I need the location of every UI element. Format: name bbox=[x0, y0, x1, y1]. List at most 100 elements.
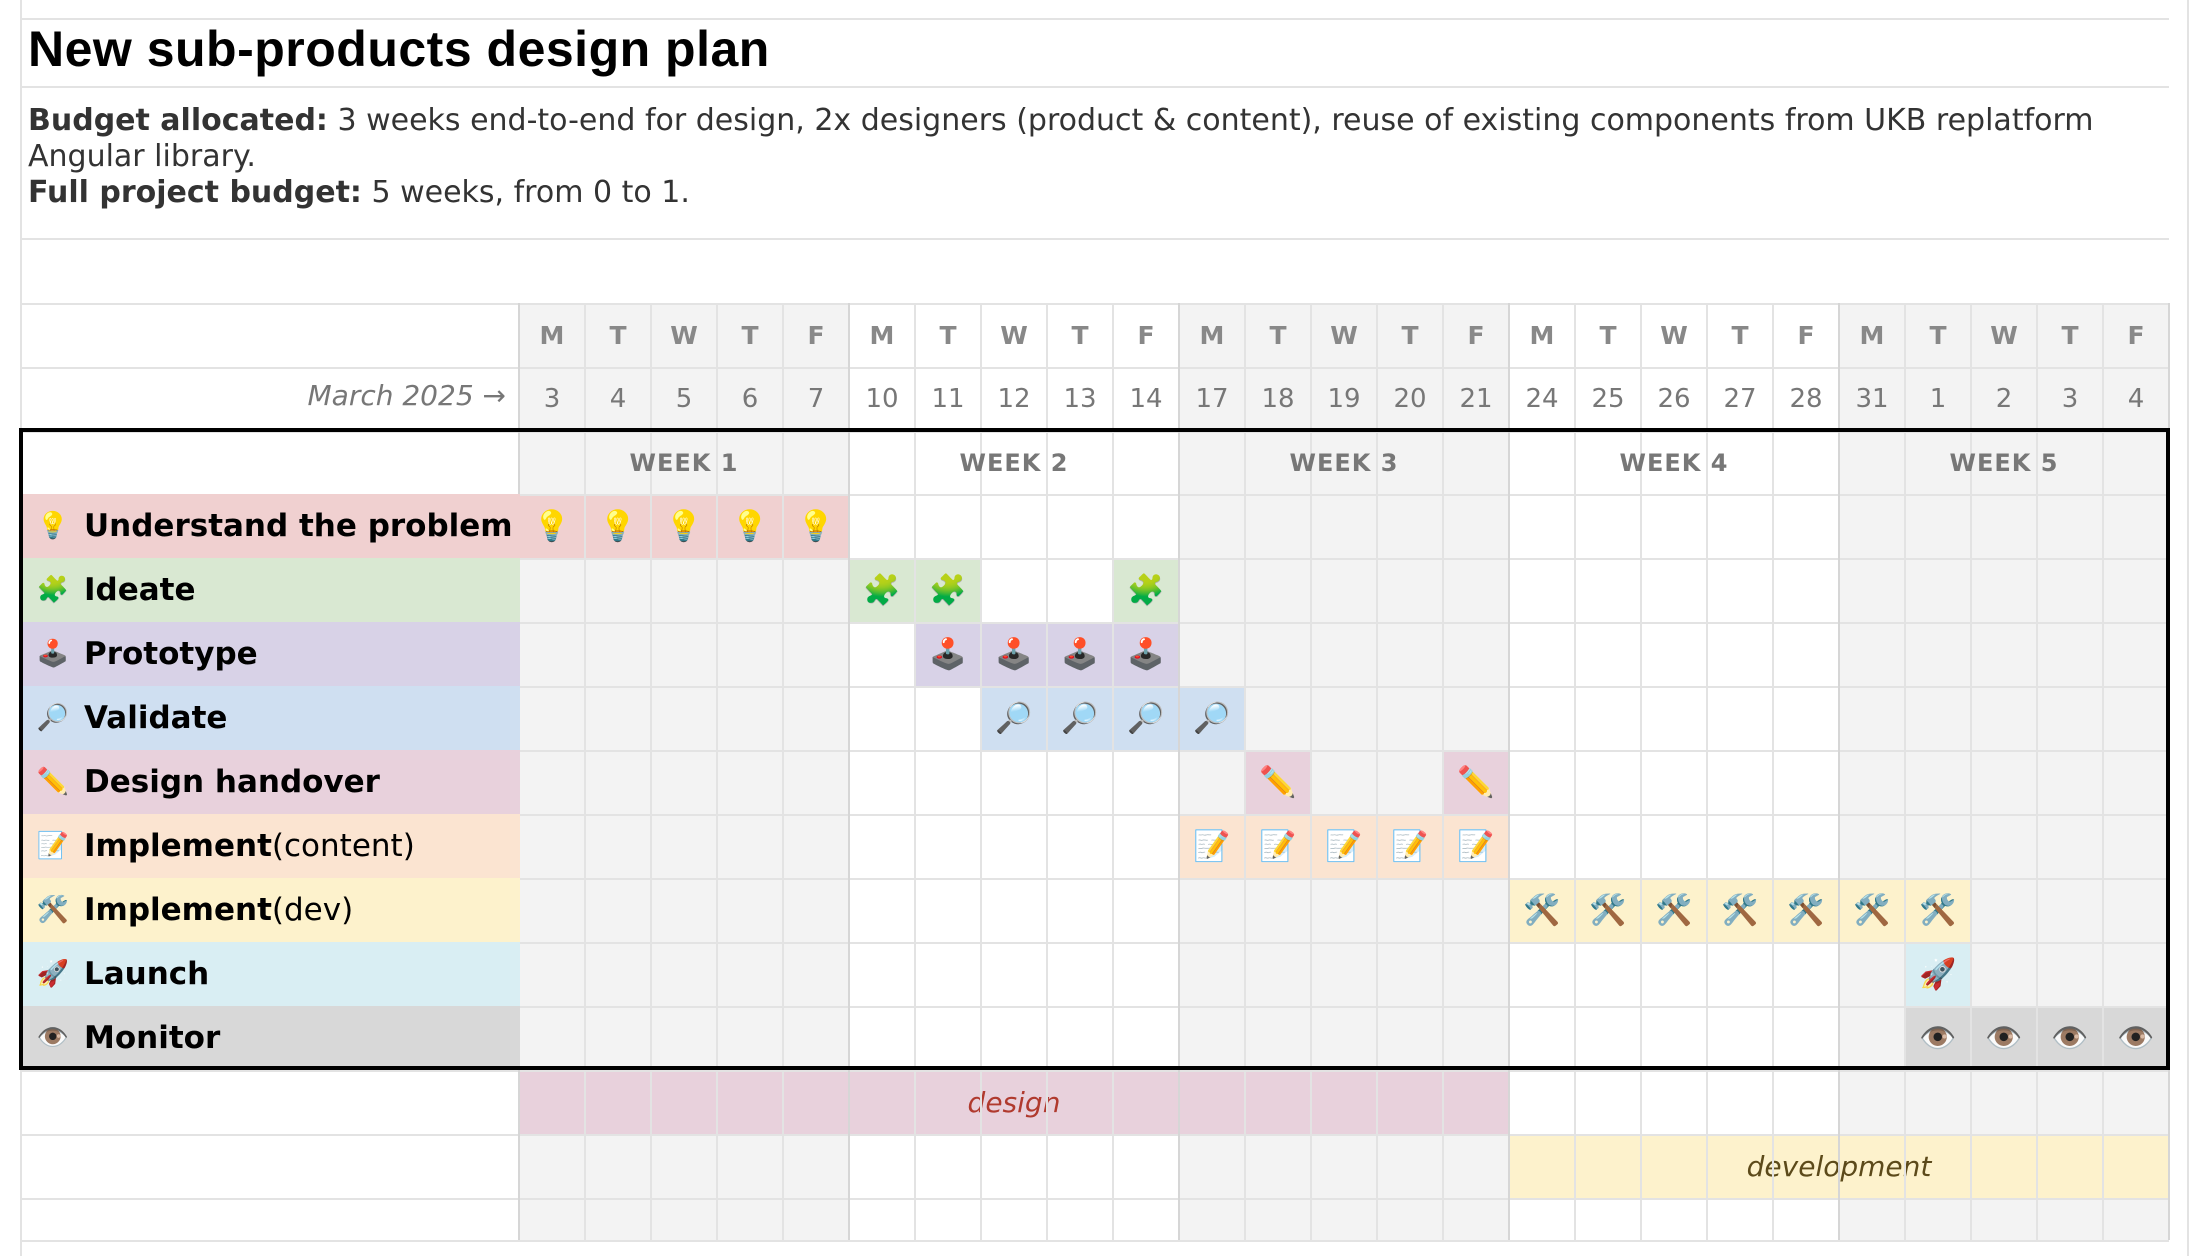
date-header: 5 bbox=[675, 384, 693, 414]
phase-cell-fill bbox=[1905, 1006, 1971, 1070]
pencil-icon[interactable]: ✏️ bbox=[1457, 764, 1495, 800]
joystick-icon[interactable]: 🕹️ bbox=[1061, 636, 1099, 672]
date-header: 27 bbox=[1723, 384, 1757, 414]
phase-cell-fill bbox=[1245, 750, 1311, 814]
phase-cell-fill bbox=[2103, 1006, 2169, 1070]
phase-suffix: (content) bbox=[271, 828, 415, 864]
phase-cell-fill bbox=[1641, 878, 1707, 942]
tools-icon[interactable]: 🛠️ bbox=[1523, 892, 1561, 928]
joystick-icon[interactable]: 🕹️ bbox=[929, 636, 967, 672]
lightbulb-icon[interactable]: 💡 bbox=[797, 508, 835, 544]
date-header: 13 bbox=[1063, 384, 1097, 414]
date-header: 21 bbox=[1459, 384, 1493, 414]
gridline-vertical bbox=[1244, 303, 1246, 1240]
date-header: 14 bbox=[1129, 384, 1163, 414]
day-header: F bbox=[807, 320, 825, 350]
phase-name: Prototype bbox=[84, 636, 258, 672]
memo-icon[interactable]: 📝 bbox=[1193, 828, 1231, 864]
tools-icon[interactable]: 🛠️ bbox=[1655, 892, 1693, 928]
date-header: 12 bbox=[997, 384, 1031, 414]
phase-row-validate[interactable]: 🔎Validate bbox=[20, 686, 520, 750]
memo-icon[interactable]: 📝 bbox=[1325, 828, 1363, 864]
day-header: F bbox=[1797, 320, 1815, 350]
phase-cell-fill bbox=[1047, 622, 1113, 686]
rocket-icon[interactable]: 🚀 bbox=[1919, 956, 1957, 992]
eye-icon[interactable]: 👁️ bbox=[1919, 1020, 1957, 1056]
magnifier-icon[interactable]: 🔎 bbox=[1061, 700, 1099, 736]
phase-row-implement[interactable]: 🛠️Implement (dev) bbox=[20, 878, 520, 942]
day-header: T bbox=[1071, 320, 1089, 350]
tools-icon[interactable]: 🛠️ bbox=[1919, 892, 1957, 928]
tools-icon[interactable]: 🛠️ bbox=[1589, 892, 1627, 928]
phase-cell-fill bbox=[1047, 686, 1113, 750]
joystick-icon[interactable]: 🕹️ bbox=[995, 636, 1033, 672]
joystick-icon: 🕹️ bbox=[36, 639, 70, 669]
puzzle-piece-icon[interactable]: 🧩 bbox=[863, 572, 901, 608]
day-header: T bbox=[1269, 320, 1287, 350]
tools-icon[interactable]: 🛠️ bbox=[1853, 892, 1891, 928]
eye-icon: 👁️ bbox=[36, 1023, 70, 1053]
pencil-icon[interactable]: ✏️ bbox=[1259, 764, 1297, 800]
memo-icon: 📝 bbox=[36, 831, 70, 861]
puzzle-piece-icon[interactable]: 🧩 bbox=[929, 572, 967, 608]
phase-name: Implement bbox=[84, 828, 272, 864]
gridline-vertical bbox=[1640, 303, 1642, 1240]
phase-row-understand-the-problem[interactable]: 💡Understand the problem bbox=[20, 494, 520, 558]
eye-icon[interactable]: 👁️ bbox=[2051, 1020, 2089, 1056]
phase-cell-fill bbox=[1443, 814, 1509, 878]
day-header: M bbox=[869, 320, 895, 350]
gridline-horizontal bbox=[20, 1134, 2169, 1136]
day-header: T bbox=[2061, 320, 2079, 350]
phase-row-prototype[interactable]: 🕹️ Prototype bbox=[20, 622, 520, 686]
gridline-horizontal bbox=[20, 558, 2169, 560]
gridline-horizontal bbox=[20, 814, 2169, 816]
eye-icon[interactable]: 👁️ bbox=[2117, 1020, 2155, 1056]
gridline-vertical bbox=[1970, 303, 1972, 1240]
lightbulb-icon[interactable]: 💡 bbox=[665, 508, 703, 544]
phase-name: Implement bbox=[84, 892, 272, 928]
date-header: 4 bbox=[609, 384, 627, 414]
gridline-vertical bbox=[914, 303, 916, 1240]
phase-name: Design handover bbox=[84, 764, 380, 800]
memo-icon[interactable]: 📝 bbox=[1391, 828, 1429, 864]
magnifier-icon[interactable]: 🔎 bbox=[995, 700, 1033, 736]
phase-row-implement[interactable]: 📝 Implement (content) bbox=[20, 814, 520, 878]
puzzle-piece-icon[interactable]: 🧩 bbox=[1127, 572, 1165, 608]
memo-icon[interactable]: 📝 bbox=[1259, 828, 1297, 864]
magnifier-icon: 🔎 bbox=[36, 703, 70, 733]
magnifier-icon[interactable]: 🔎 bbox=[1127, 700, 1165, 736]
phase-cell-fill bbox=[981, 622, 1047, 686]
phase-cell-fill bbox=[1179, 814, 1245, 878]
tools-icon[interactable]: 🛠️ bbox=[1787, 892, 1825, 928]
gridline-vertical bbox=[980, 303, 982, 1240]
full-budget-label: Full project budget: bbox=[28, 175, 362, 210]
lightbulb-icon[interactable]: 💡 bbox=[731, 508, 769, 544]
phase-row-launch[interactable]: 🚀Launch bbox=[20, 942, 520, 1006]
phase-cell-fill bbox=[1575, 878, 1641, 942]
memo-icon[interactable]: 📝 bbox=[1457, 828, 1495, 864]
eye-icon[interactable]: 👁️ bbox=[1985, 1020, 2023, 1056]
gridline-horizontal bbox=[20, 942, 2169, 944]
tools-icon[interactable]: 🛠️ bbox=[1721, 892, 1759, 928]
phase-cell-fill bbox=[717, 494, 783, 558]
lightbulb-icon[interactable]: 💡 bbox=[599, 508, 637, 544]
phase-row-ideate[interactable]: 🧩Ideate bbox=[20, 558, 520, 622]
page-title: New sub-products design plan bbox=[28, 21, 770, 77]
gridline-vertical bbox=[2102, 303, 2104, 1240]
day-header: W bbox=[1000, 320, 1028, 350]
gridline-vertical bbox=[716, 303, 718, 1240]
joystick-icon[interactable]: 🕹️ bbox=[1127, 636, 1165, 672]
gridline-horizontal bbox=[20, 878, 2169, 880]
phase-cell-fill bbox=[1905, 942, 1971, 1006]
day-header: M bbox=[1529, 320, 1555, 350]
week-header: WEEK 1 bbox=[629, 448, 739, 477]
gridline-vertical bbox=[2036, 303, 2038, 1240]
lightbulb-icon[interactable]: 💡 bbox=[533, 508, 571, 544]
date-header: 17 bbox=[1195, 384, 1229, 414]
magnifier-icon[interactable]: 🔎 bbox=[1193, 700, 1231, 736]
gridline-vertical bbox=[1046, 303, 1048, 1240]
phase-row-design-handover[interactable]: ✏️Design handover bbox=[20, 750, 520, 814]
gridline-vertical bbox=[1706, 303, 1708, 1240]
phase-row-monitor[interactable]: 👁️Monitor bbox=[20, 1006, 520, 1070]
day-header: M bbox=[1199, 320, 1225, 350]
